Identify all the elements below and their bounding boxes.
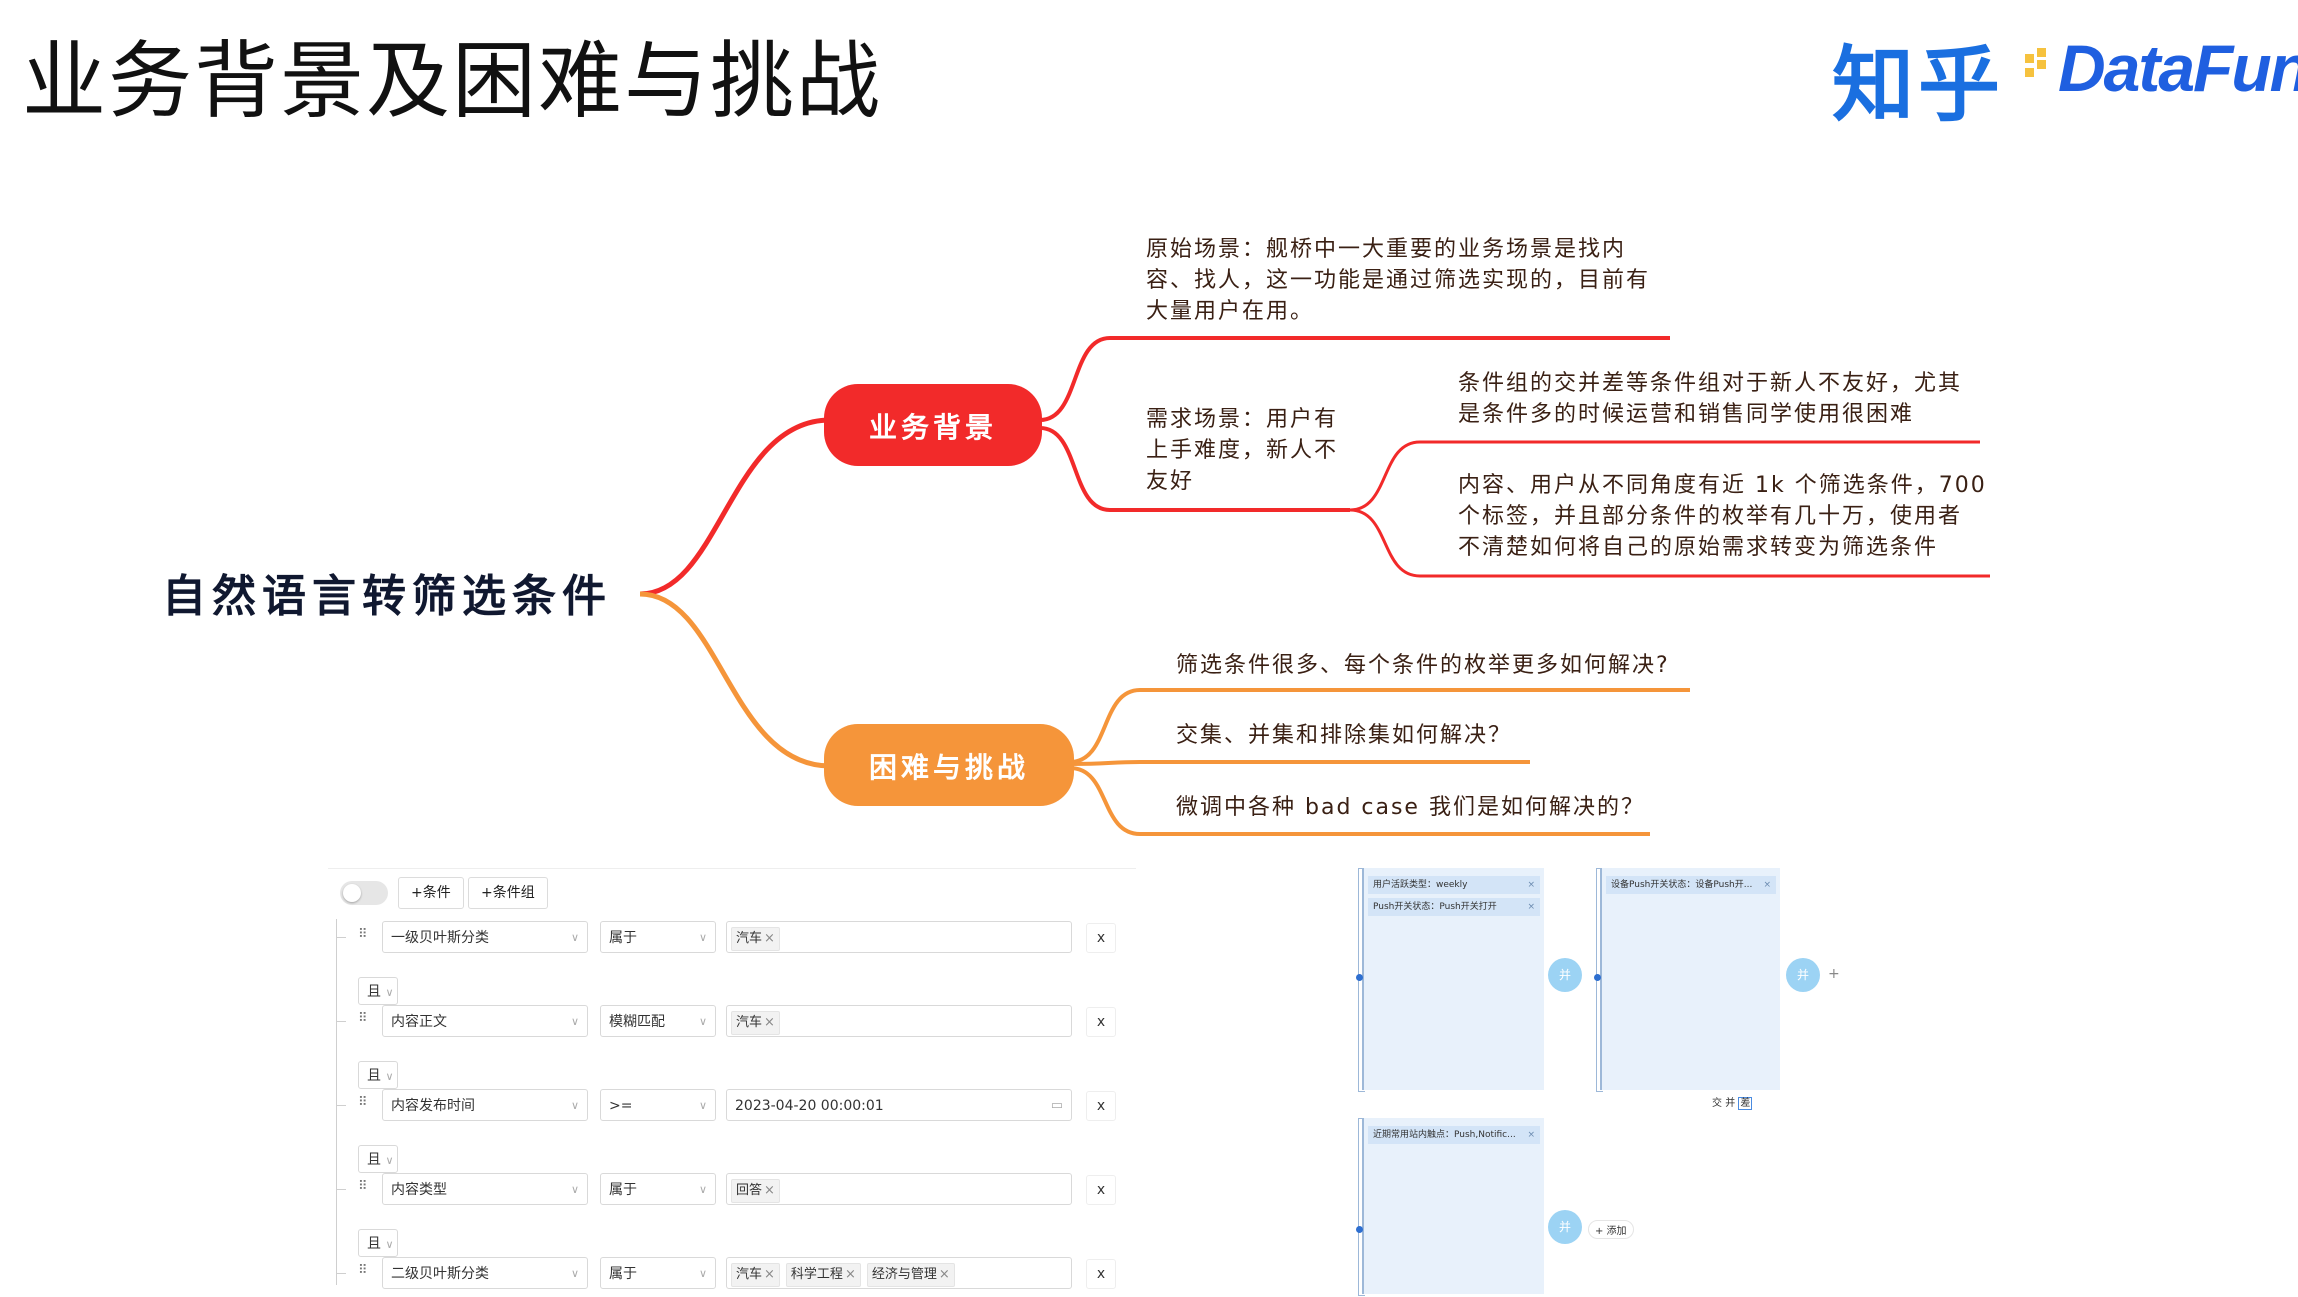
- value-multiselect[interactable]: 汽车×科学工程×经济与管理×: [726, 1257, 1072, 1289]
- value-tag: 科学工程×: [785, 1263, 861, 1287]
- chip-remove-icon[interactable]: ×: [1763, 880, 1771, 890]
- add-group-plus-icon[interactable]: +: [1828, 966, 1840, 982]
- operator-select[interactable]: 属于∨: [600, 1257, 716, 1289]
- value-multiselect[interactable]: 汽车×: [726, 1005, 1072, 1037]
- union-operator-button[interactable]: 并: [1548, 1210, 1582, 1244]
- chevron-down-icon: ∨: [698, 1015, 707, 1028]
- chip-remove-icon[interactable]: ×: [1527, 880, 1535, 890]
- remove-condition-button[interactable]: x: [1086, 1007, 1116, 1037]
- value-tag: 汽车×: [731, 1011, 780, 1035]
- branch-business-background: 业务背景: [868, 411, 997, 444]
- datafun-logo: DataFun.: [2058, 31, 2298, 105]
- drag-handle-icon[interactable]: ⠿: [358, 927, 368, 942]
- calendar-icon[interactable]: ▭: [1050, 1098, 1063, 1113]
- logic-and-select[interactable]: 且 ∨: [358, 1061, 398, 1089]
- condition-chip[interactable]: 设备Push开关状态：设备Push开...×: [1606, 876, 1776, 894]
- chevron-down-icon: ∨: [570, 1015, 579, 1028]
- field-select[interactable]: 内容正文∨: [382, 1005, 588, 1037]
- filter-condition-panel: +条件 +条件组 ⠿ 一级贝叶斯分类∨ 属于∨ 汽车× x 且 ∨ ⠿ 内容正文…: [328, 868, 1136, 1297]
- node-group-ops-unfriendly: 条件组的交并差等条件组对于新人不友好，尤其 是条件多的时候运营和销售同学使用很困…: [1458, 371, 1963, 427]
- remove-condition-button[interactable]: x: [1086, 923, 1116, 953]
- value-tag: 汽车×: [731, 1263, 780, 1287]
- value-tag: 汽车×: [731, 927, 780, 951]
- branch-pill-background: [824, 724, 1074, 806]
- field-select[interactable]: 内容类型∨: [382, 1173, 588, 1205]
- value-tag: 经济与管理×: [866, 1263, 955, 1287]
- remove-condition-button[interactable]: x: [1086, 1175, 1116, 1205]
- condition-chip[interactable]: 用户活跃类型：weekly×: [1368, 876, 1540, 894]
- chip-remove-icon[interactable]: ×: [1527, 902, 1535, 912]
- node-challenge-enumeration: 筛选条件很多、每个条件的枚举更多如何解决?: [1176, 653, 1670, 678]
- chevron-down-icon: ∨: [570, 1183, 579, 1196]
- field-select[interactable]: 二级贝叶斯分类∨: [382, 1257, 588, 1289]
- zhihu-logo: 知乎: [1832, 38, 2005, 133]
- tag-remove-icon[interactable]: ×: [938, 1267, 950, 1282]
- chevron-down-icon: ∨: [385, 1070, 394, 1083]
- group-toggle-switch[interactable]: [340, 881, 388, 905]
- tag-remove-icon[interactable]: ×: [844, 1267, 856, 1282]
- condition-group-3[interactable]: 近期常用站内触点：Push,Notific...×: [1362, 1118, 1544, 1294]
- condition-chip[interactable]: 近期常用站内触点：Push,Notific...×: [1368, 1126, 1540, 1144]
- mindmap-connectors: [639, 336, 1990, 836]
- value-multiselect[interactable]: 汽车×: [726, 921, 1072, 953]
- chevron-down-icon: ∨: [698, 1183, 707, 1196]
- condition-group-2[interactable]: 设备Push开关状态：设备Push开...×: [1600, 868, 1780, 1090]
- drag-handle-icon[interactable]: ⠿: [358, 1179, 368, 1194]
- value-tag: 回答×: [731, 1179, 780, 1203]
- branch-pill-background: [824, 384, 1042, 466]
- drag-handle-icon[interactable]: ⠿: [358, 1095, 368, 1110]
- union-operator-button[interactable]: 并: [1786, 958, 1820, 992]
- add-condition-group-button[interactable]: +条件组: [468, 877, 548, 909]
- slide-title: 业务背景及困难与挑战: [22, 32, 883, 130]
- operator-select[interactable]: 模糊匹配∨: [600, 1005, 716, 1037]
- drag-handle-icon[interactable]: ⠿: [358, 1011, 368, 1026]
- connector-dot: [1356, 1226, 1363, 1233]
- tag-remove-icon[interactable]: ×: [764, 1015, 775, 1030]
- chip-remove-icon[interactable]: ×: [1527, 1130, 1535, 1140]
- logic-and-select[interactable]: 且 ∨: [358, 1145, 398, 1173]
- node-challenge-bad-case: 微调中各种 bad case 我们是如何解决的？: [1176, 795, 1645, 820]
- set-mode-switch[interactable]: 交 并 差: [1712, 1097, 1753, 1110]
- node-too-many-conditions: 内容、用户从不同角度有近 1k 个筛选条件，700 个标签，并且部分条件的枚举有…: [1458, 473, 1987, 560]
- chevron-down-icon: ∨: [385, 1238, 394, 1251]
- logic-and-select[interactable]: 且 ∨: [358, 977, 398, 1005]
- condition-group-1[interactable]: 用户活跃类型：weekly× Push开关状态：Push开关打开×: [1362, 868, 1544, 1090]
- add-condition-button[interactable]: +条件: [398, 877, 464, 909]
- tag-remove-icon[interactable]: ×: [764, 931, 775, 946]
- mindmap-root: 自然语言转筛选条件: [162, 571, 612, 622]
- remove-condition-button[interactable]: x: [1086, 1091, 1116, 1121]
- chevron-down-icon: ∨: [385, 986, 394, 999]
- chevron-down-icon: ∨: [698, 1267, 707, 1280]
- operator-select[interactable]: >=∨: [600, 1089, 716, 1121]
- tag-remove-icon[interactable]: ×: [764, 1267, 775, 1282]
- datafun-logo-mark: [2025, 48, 2046, 77]
- node-original-scenario: 原始场景：舰桥中一大重要的业务场景是找内 容、找人，这一功能是通过筛选实现的，目…: [1146, 237, 1651, 324]
- date-picker-input[interactable]: 2023-04-20 00:00:01▭: [726, 1089, 1072, 1121]
- union-operator-button[interactable]: 并: [1548, 958, 1582, 992]
- node-demand-scenario: 需求场景：用户有 上手难度，新人不 友好: [1146, 407, 1339, 494]
- chevron-down-icon: ∨: [570, 1099, 579, 1112]
- add-condition-button[interactable]: + 添加: [1588, 1220, 1634, 1239]
- set-operation-panel: 用户活跃类型：weekly× Push开关状态：Push开关打开× 并 设备Pu…: [1352, 864, 1912, 1296]
- field-select[interactable]: 一级贝叶斯分类∨: [382, 921, 588, 953]
- chevron-down-icon: ∨: [385, 1154, 394, 1167]
- group-rail: [336, 919, 337, 1285]
- connector-dot: [1356, 974, 1363, 981]
- operator-select[interactable]: 属于∨: [600, 921, 716, 953]
- condition-chip[interactable]: Push开关状态：Push开关打开×: [1368, 898, 1540, 916]
- operator-select[interactable]: 属于∨: [600, 1173, 716, 1205]
- value-multiselect[interactable]: 回答×: [726, 1173, 1072, 1205]
- logic-and-select[interactable]: 且 ∨: [358, 1229, 398, 1257]
- chevron-down-icon: ∨: [570, 931, 579, 944]
- chevron-down-icon: ∨: [698, 931, 707, 944]
- tag-remove-icon[interactable]: ×: [764, 1183, 775, 1198]
- chevron-down-icon: ∨: [698, 1099, 707, 1112]
- remove-condition-button[interactable]: x: [1086, 1259, 1116, 1289]
- drag-handle-icon[interactable]: ⠿: [358, 1263, 368, 1278]
- connector-dot: [1594, 974, 1601, 981]
- node-challenge-set-operations: 交集、并集和排除集如何解决？: [1176, 723, 1513, 748]
- field-select[interactable]: 内容发布时间∨: [382, 1089, 588, 1121]
- chevron-down-icon: ∨: [570, 1267, 579, 1280]
- branch-challenges: 困难与挑战: [868, 751, 1029, 784]
